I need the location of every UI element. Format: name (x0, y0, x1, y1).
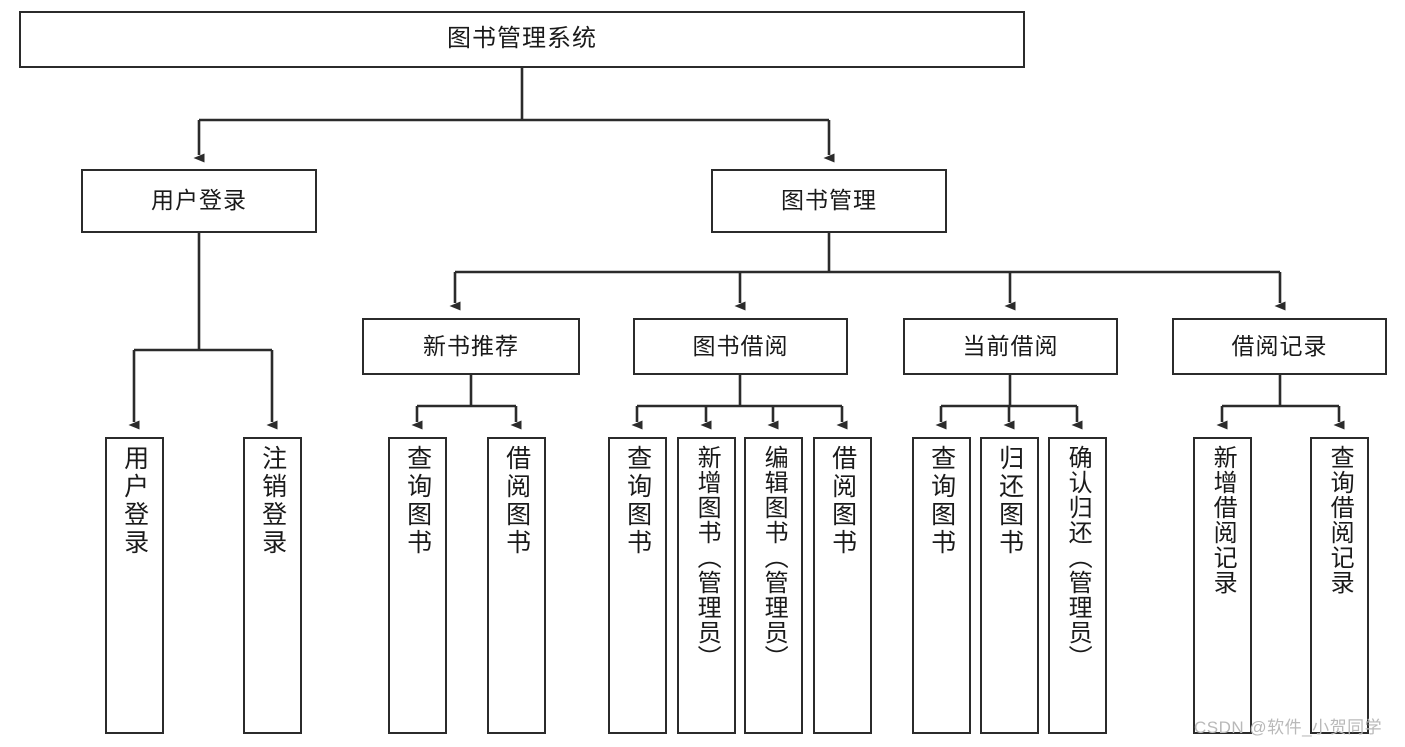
node-leaf-query-record-label: 查询借阅记录 (1326, 445, 1354, 595)
node-leaf-query-book-3[interactable]: 查询图书 (912, 437, 971, 734)
node-leaf-logout-login-label: 注销登录 (258, 445, 287, 557)
node-book-manage-label: 图书管理 (781, 187, 877, 214)
node-leaf-return-book[interactable]: 归还图书 (980, 437, 1039, 734)
node-leaf-borrow-book-2[interactable]: 借阅图书 (813, 437, 872, 734)
node-leaf-query-book-3-label: 查询图书 (927, 445, 956, 557)
node-leaf-add-book-label: 新增图书（管理员） (693, 445, 721, 670)
node-root-label: 图书管理系统 (447, 25, 597, 53)
node-borrow-record-label: 借阅记录 (1231, 332, 1328, 359)
node-leaf-return-book-label: 归还图书 (995, 445, 1024, 557)
node-leaf-logout-login[interactable]: 注销登录 (243, 437, 302, 734)
node-leaf-query-record[interactable]: 查询借阅记录 (1310, 437, 1369, 734)
node-leaf-borrow-book-1-label: 借阅图书 (502, 445, 531, 557)
node-leaf-edit-book[interactable]: 编辑图书（管理员） (744, 437, 803, 734)
node-user-login-label: 用户登录 (151, 187, 247, 214)
node-leaf-confirm-return[interactable]: 确认归还（管理员） (1048, 437, 1107, 734)
node-borrow-record[interactable]: 借阅记录 (1172, 318, 1387, 375)
csdn-watermark: CSDN @软件_小贺同学 (1194, 718, 1383, 737)
node-leaf-borrow-book-2-label: 借阅图书 (828, 445, 857, 557)
node-leaf-add-record-label: 新增借阅记录 (1209, 445, 1237, 595)
node-book-manage[interactable]: 图书管理 (711, 169, 947, 233)
node-current-borrow[interactable]: 当前借阅 (903, 318, 1118, 375)
node-root[interactable]: 图书管理系统 (19, 11, 1025, 68)
node-leaf-add-record[interactable]: 新增借阅记录 (1193, 437, 1252, 734)
node-leaf-query-book-2-label: 查询图书 (623, 445, 652, 557)
node-leaf-user-login-label: 用户登录 (120, 445, 149, 557)
node-leaf-add-book[interactable]: 新增图书（管理员） (677, 437, 736, 734)
node-book-borrow-label: 图书借阅 (692, 332, 789, 359)
node-book-borrow[interactable]: 图书借阅 (633, 318, 848, 375)
node-leaf-user-login[interactable]: 用户登录 (105, 437, 164, 734)
node-new-book-rec-label: 新书推荐 (423, 332, 519, 359)
node-leaf-borrow-book-1[interactable]: 借阅图书 (487, 437, 546, 734)
node-leaf-edit-book-label: 编辑图书（管理员） (760, 445, 788, 670)
node-leaf-query-book-1-label: 查询图书 (403, 445, 432, 557)
node-leaf-confirm-return-label: 确认归还（管理员） (1064, 445, 1092, 670)
node-leaf-query-book-2[interactable]: 查询图书 (608, 437, 667, 734)
node-new-book-rec[interactable]: 新书推荐 (362, 318, 580, 375)
node-current-borrow-label: 当前借阅 (962, 332, 1059, 359)
node-leaf-query-book-1[interactable]: 查询图书 (388, 437, 447, 734)
node-user-login[interactable]: 用户登录 (81, 169, 317, 233)
